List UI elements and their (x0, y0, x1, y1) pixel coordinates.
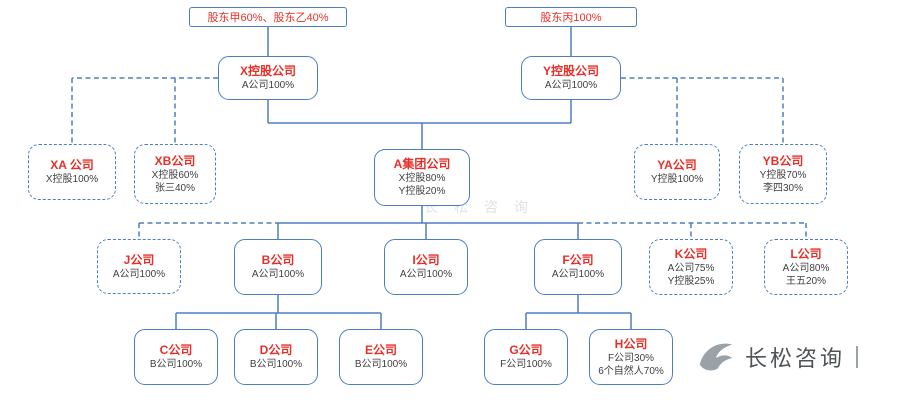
node-subtitle: B公司100% (354, 359, 408, 370)
node-ya: YA公司 Y控股100% (634, 144, 720, 200)
node-subtitle: Y控股100% (650, 174, 704, 185)
node-h: H公司 F公司30% 6个自然人70% (589, 329, 673, 385)
node-title: YB公司 (762, 153, 804, 168)
node-title: I公司 (412, 253, 440, 267)
node-title: XA 公司 (50, 158, 94, 172)
shareholder-box-right-label: 股东丙100% (540, 12, 602, 24)
node-title: C公司 (159, 343, 193, 357)
node-title: H公司 (614, 336, 648, 351)
node-subtitle: F公司30% (607, 352, 655, 364)
node-subtitle: A公司100% (112, 268, 166, 280)
node-subtitle: A公司100% (399, 269, 453, 280)
node-d: D公司 B公司100% (234, 329, 318, 385)
node-title: XB公司 (154, 153, 196, 168)
node-subtitle: 6个自然人70% (598, 365, 664, 377)
node-l: L公司 A公司80% 王五20% (764, 239, 848, 295)
node-subtitle: X控股80% (398, 173, 446, 184)
node-title: B公司 (261, 253, 295, 267)
shareholder-box-left: 股东甲60%、股东乙40% (189, 7, 347, 27)
node-title: F公司 (562, 253, 594, 267)
node-subtitle: Y控股20% (398, 186, 446, 197)
node-a-group: A集团公司 X控股80% Y控股20% (374, 149, 470, 206)
node-title: E公司 (364, 343, 397, 357)
node-title: G公司 (509, 343, 543, 357)
brand-logo-icon (699, 343, 733, 371)
node-subtitle: X控股100% (45, 174, 99, 185)
node-xb: XB公司 X控股60% 张三40% (134, 144, 216, 204)
node-title: D公司 (259, 343, 293, 357)
node-j: J公司 A公司100% (97, 239, 181, 294)
node-title: A集团公司 (393, 157, 451, 171)
shareholder-box-left-label: 股东甲60%、股东乙40% (207, 12, 329, 24)
node-subtitle: B公司100% (249, 359, 303, 370)
node-title: Y控股公司 (542, 64, 599, 78)
node-title: J公司 (123, 252, 155, 267)
node-yb: YB公司 Y控股70% 李四30% (739, 144, 827, 204)
node-title: K公司 (674, 246, 708, 261)
brand-text: 长松咨询 (745, 346, 846, 371)
node-title: YA公司 (657, 158, 697, 172)
node-subtitle: 张三40% (154, 182, 195, 194)
node-subtitle: A公司80% (782, 262, 830, 274)
node-k: K公司 A公司75% Y控股25% (649, 239, 733, 295)
node-subtitle: A公司100% (551, 269, 605, 280)
shareholder-box-right: 股东丙100% (505, 7, 637, 27)
node-e: E公司 B公司100% (339, 329, 423, 385)
node-subtitle: A公司100% (544, 80, 598, 91)
node-c: C公司 B公司100% (134, 329, 218, 385)
node-b: B公司 A公司100% (234, 239, 322, 295)
brand-divider (856, 346, 859, 368)
node-subtitle: A公司100% (241, 80, 295, 91)
node-i: I公司 A公司100% (384, 239, 468, 295)
node-xa: XA 公司 X控股100% (28, 144, 116, 200)
node-x-holding: X控股公司 A公司100% (218, 56, 318, 100)
node-subtitle: B公司100% (149, 359, 203, 370)
node-g: G公司 F公司100% (484, 329, 568, 385)
node-subtitle: Y控股70% (759, 169, 807, 181)
node-subtitle: 王五20% (785, 275, 826, 287)
node-subtitle: X控股60% (151, 169, 199, 181)
brand-lockup: 长松咨询 (694, 336, 859, 378)
node-subtitle: 李四30% (762, 182, 803, 194)
node-subtitle: Y控股25% (667, 275, 715, 287)
node-subtitle: A公司100% (251, 269, 305, 280)
node-subtitle: F公司100% (500, 359, 552, 370)
node-y-holding: Y控股公司 A公司100% (521, 56, 621, 100)
node-subtitle: A公司75% (667, 262, 715, 274)
node-f: F公司 A公司100% (534, 239, 622, 295)
node-title: X控股公司 (239, 64, 296, 78)
node-title: L公司 (790, 246, 822, 261)
